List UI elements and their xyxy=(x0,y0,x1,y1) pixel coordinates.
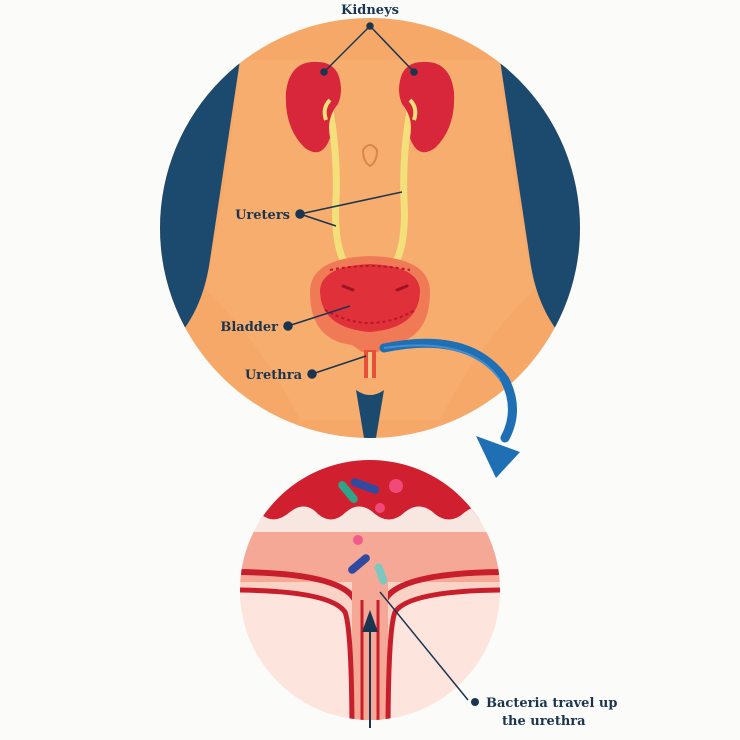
label-kidneys: Kidneys xyxy=(341,3,399,18)
label-bacteria-line1: Bacteria travel up xyxy=(486,696,617,711)
curved-arrow-icon xyxy=(379,338,520,478)
upward-arrow-icon xyxy=(362,610,378,728)
bladder xyxy=(310,256,430,352)
label-urethra: Urethra xyxy=(245,368,303,383)
label-leaders xyxy=(283,22,418,379)
left-ureter xyxy=(324,96,354,276)
urethra-closeup-illustration: Bacteria travel up the urethra xyxy=(240,460,617,729)
urinary-system-illustration: Kidneys Ureters Bladder Urethra xyxy=(160,3,580,438)
navel xyxy=(361,144,379,168)
right-kidney xyxy=(399,61,455,153)
label-bacteria-line2: the urethra xyxy=(502,714,586,729)
left-kidney xyxy=(285,61,341,153)
right-ureter xyxy=(386,96,416,276)
label-bladder: Bladder xyxy=(220,320,278,335)
bacteria-icon xyxy=(338,478,403,585)
label-ureters: Ureters xyxy=(235,208,290,223)
crotch-silhouette xyxy=(356,390,384,438)
